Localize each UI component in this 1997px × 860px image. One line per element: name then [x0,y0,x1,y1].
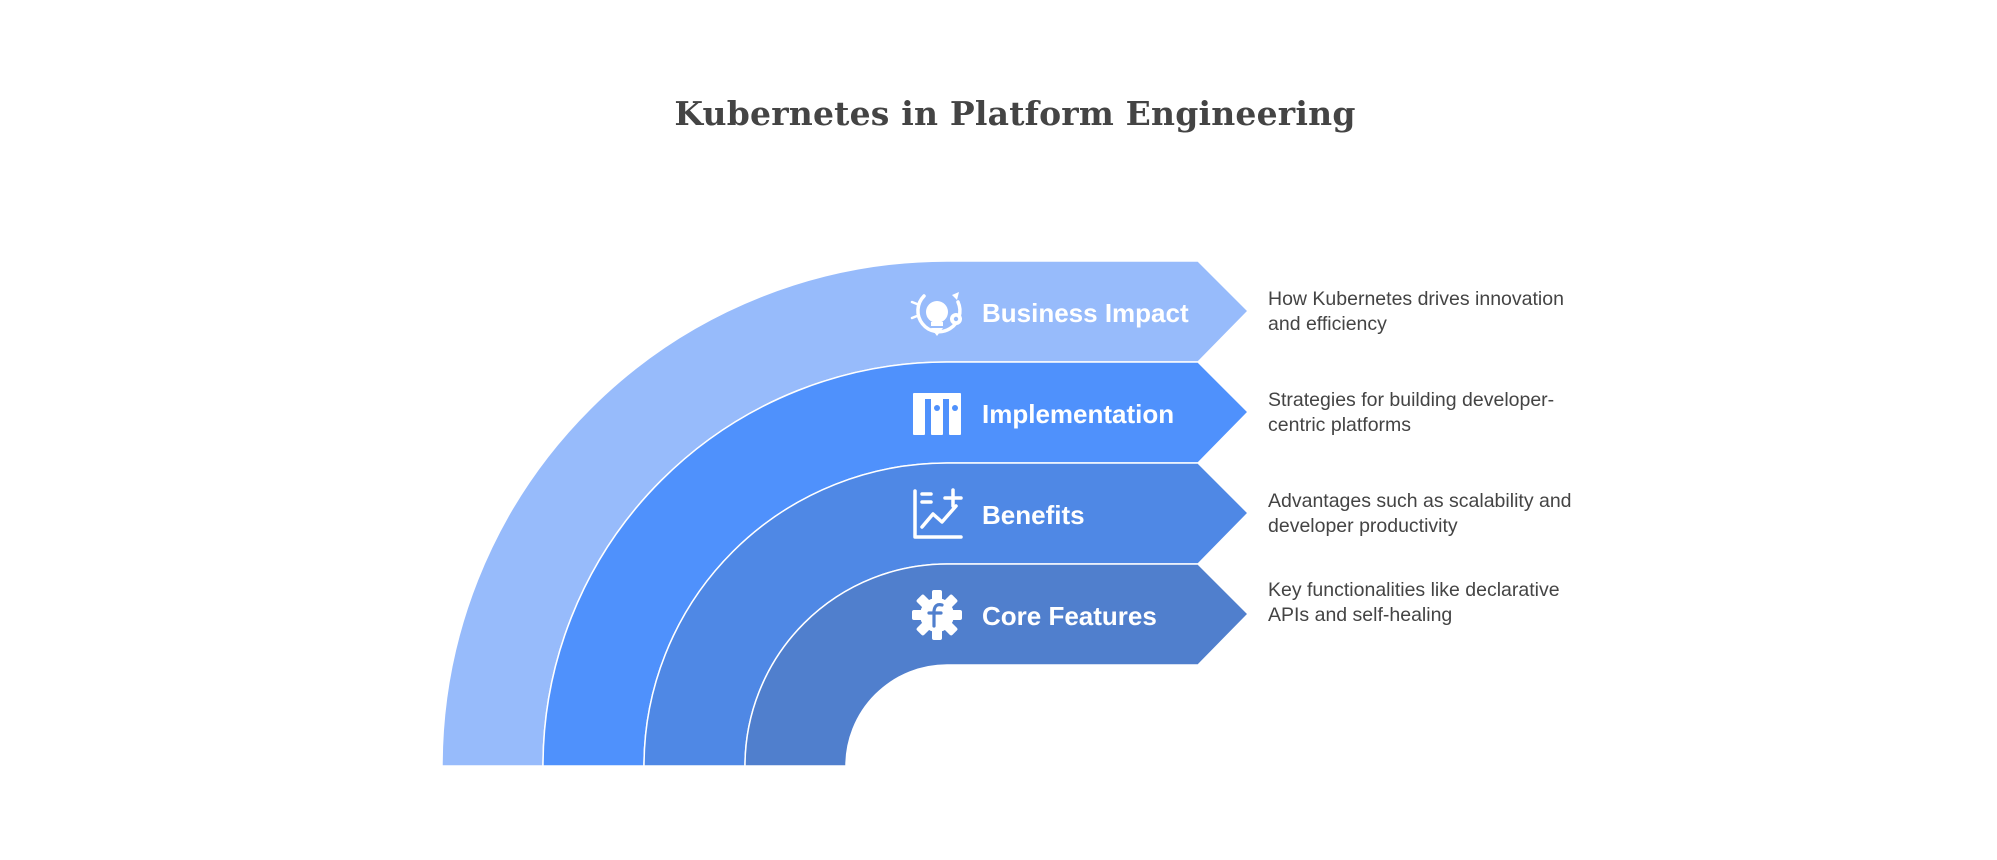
band-label-implementation: Implementation [982,399,1174,429]
page-title: Kubernetes in Platform Engineering [674,94,1356,133]
band-label-business-impact: Business Impact [982,298,1189,328]
description-benefits: Advantages such as scalability and devel… [1268,490,1572,537]
band-label-core-features: Core Features [982,601,1157,631]
description-core-features: Key functionalities like declarative API… [1268,579,1560,626]
band-core-features [744,563,1250,767]
pillars-icon [913,393,961,435]
description-business-impact: How Kubernetes drives innovation and eff… [1268,288,1564,335]
band-label-benefits: Benefits [982,500,1085,530]
feature-gear-icon [912,590,962,640]
growth-chart-icon [913,488,963,539]
lightbulb-gear-icon [910,292,962,336]
description-implementation: Strategies for building developer-centri… [1268,389,1555,436]
